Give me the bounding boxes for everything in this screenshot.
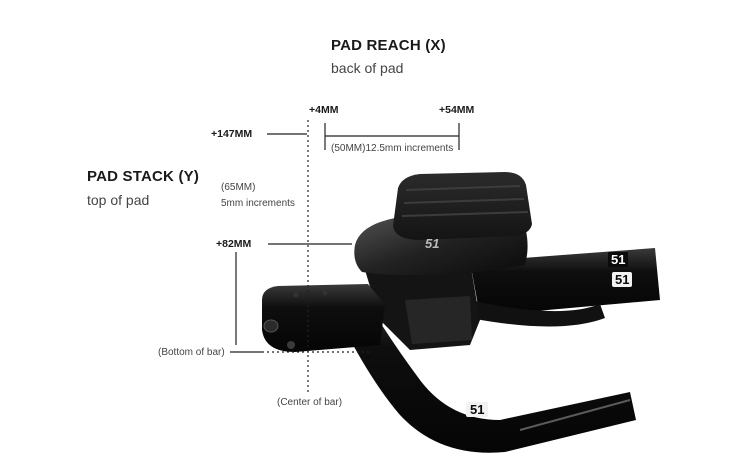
center-of-bar-label: (Center of bar) (277, 397, 343, 408)
pad-reach-title: PAD REACH (X) (331, 37, 446, 54)
arm-pad (393, 172, 532, 240)
bar-logo-lower: 51 (612, 272, 633, 287)
base-bar-left (262, 284, 385, 352)
pad-stack-title: PAD STACK (Y) (87, 168, 200, 185)
extension-logo: 51 (466, 402, 489, 417)
bar-logo-upper: 51 (608, 252, 629, 267)
stack-range-label-2: 5mm increments (221, 198, 295, 209)
pad-logo: 51 (425, 236, 440, 251)
extension-bar (340, 290, 636, 453)
stack-max-label: +147MM (211, 128, 253, 140)
reach-max-label: +54MM (439, 104, 475, 116)
stack-min-label: +82MM (216, 238, 252, 250)
stack-range-label-1: (65MM) (221, 182, 256, 193)
base-bar-lower (470, 300, 605, 327)
reach-range-label: (50MM)12.5mm increments (331, 143, 454, 154)
reach-min-label: +4MM (309, 104, 339, 116)
pad-reach-subtitle: back of pad (331, 60, 404, 76)
bottom-of-bar-label: (Bottom of bar) (158, 347, 225, 358)
pad-stack-subtitle: top of pad (87, 192, 150, 208)
